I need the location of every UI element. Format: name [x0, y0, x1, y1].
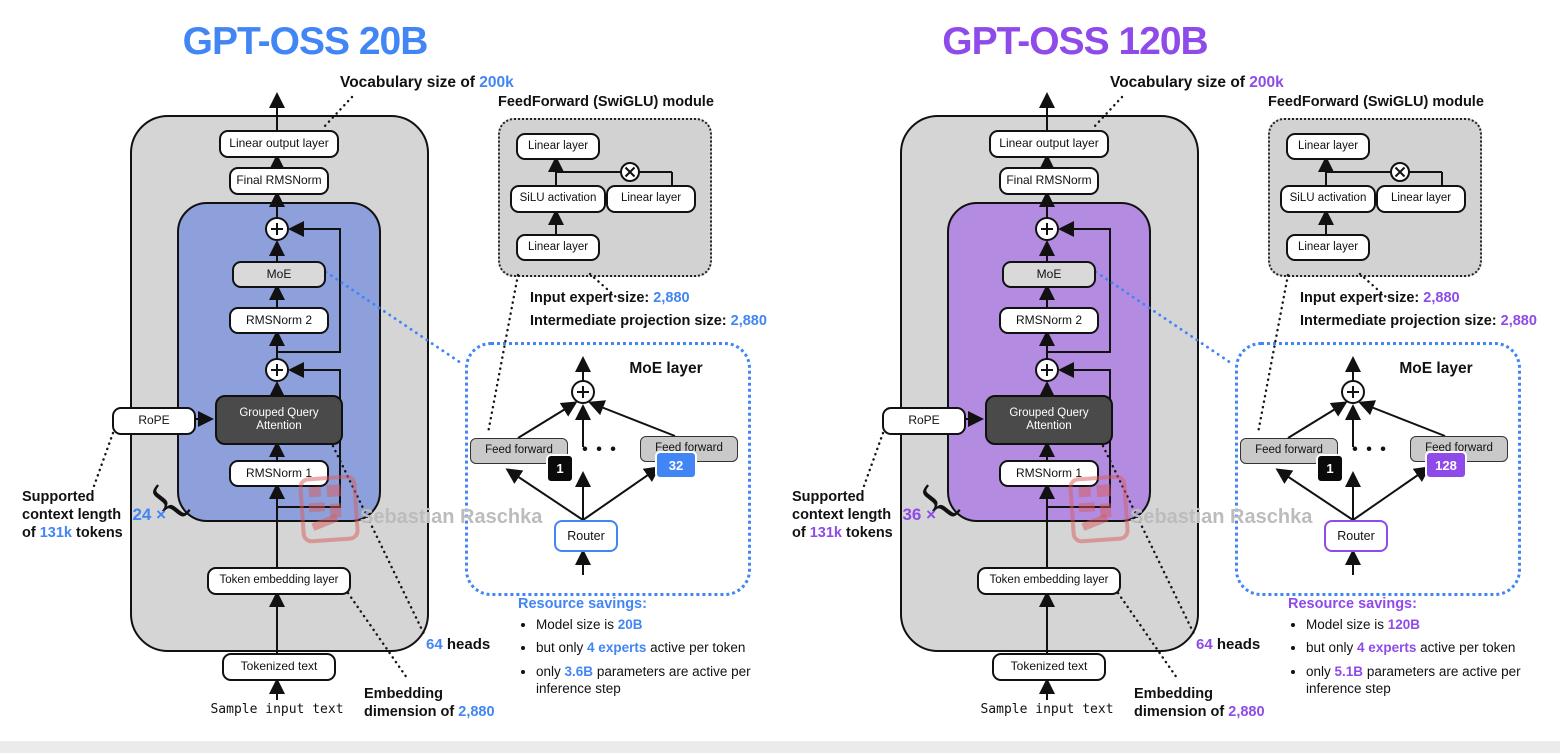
- router-box: Router: [554, 520, 618, 552]
- list-item: but only 4 experts active per token: [1306, 639, 1528, 656]
- panel-gpt-oss-120b: GPT-OSS 120B: [770, 0, 1560, 753]
- heads-label: 64 heads: [426, 636, 491, 653]
- list-item: only 5.1B parameters are active per infe…: [1306, 663, 1528, 698]
- multiply-icon: [620, 162, 640, 182]
- ff-linear-top-box: Linear layer: [516, 133, 600, 160]
- input-expert-size-label: Input expert size: 2,880: [530, 290, 690, 306]
- token-embedding-box: Token embedding layer: [977, 567, 1121, 595]
- ff-module-title: FeedForward (SwiGLU) module: [1268, 94, 1484, 110]
- rmsnorm2-box: RMSNorm 2: [999, 307, 1099, 334]
- intermediate-projection-label: Intermediate projection size: 2,880: [1300, 313, 1537, 329]
- embedding-dimension-label: Embedding dimension of 2,880: [364, 686, 495, 720]
- connector-lines: [862, 92, 1446, 700]
- add-icon: [1035, 217, 1059, 241]
- connector-lines: [92, 92, 676, 700]
- final-rmsnorm-box: Final RMSNorm: [999, 167, 1099, 195]
- moe-layer-detail-block: [465, 342, 751, 596]
- feed-forward-1-box: Feed forward: [470, 438, 568, 464]
- sample-input-label: Sample input text: [980, 702, 1114, 717]
- sample-input-label: Sample input text: [210, 702, 344, 717]
- page-title: GPT-OSS 20B: [182, 20, 429, 63]
- expert-count-badge: 32: [655, 451, 697, 479]
- rope-box: RoPE: [112, 407, 196, 435]
- multiply-icon: [1390, 162, 1410, 182]
- grouped-query-attention-box: Grouped Query Attention: [215, 395, 343, 445]
- moe-box: MoE: [1002, 261, 1096, 288]
- moe-box: MoE: [232, 261, 326, 288]
- add-icon: [265, 217, 289, 241]
- ff-linear-right-box: Linear layer: [606, 185, 696, 213]
- watermark-text: Sebastian Raschka: [360, 506, 543, 528]
- raschka-seal-logo: [1067, 474, 1131, 544]
- vocab-size-label: Vocabulary size of 200k: [340, 74, 514, 91]
- grouped-query-attention-box: Grouped Query Attention: [985, 395, 1113, 445]
- ellipsis-dots: • • •: [582, 441, 618, 458]
- ff-linear-bottom-box: Linear layer: [516, 234, 600, 261]
- ff-silu-box: SiLU activation: [1280, 185, 1376, 213]
- expert-1-badge: 1: [546, 454, 574, 483]
- context-length-label: Supported context length of 131k tokens: [22, 489, 123, 541]
- final-rmsnorm-box: Final RMSNorm: [229, 167, 329, 195]
- add-icon: [1035, 358, 1059, 382]
- list-item: but only 4 experts active per token: [536, 639, 758, 656]
- tokenized-text-box: Tokenized text: [992, 653, 1106, 681]
- moe-layer-title: MoE layer: [629, 360, 703, 377]
- expert-1-badge: 1: [1316, 454, 1344, 483]
- router-box: Router: [1324, 520, 1388, 552]
- add-icon: [265, 358, 289, 382]
- intermediate-projection-label: Intermediate projection size: 2,880: [530, 313, 767, 329]
- bottom-strip: [0, 741, 1560, 753]
- vocab-size-label: Vocabulary size of 200k: [1110, 74, 1284, 91]
- moe-layer-detail-block: [1235, 342, 1521, 596]
- resource-savings-heading: Resource savings:: [1288, 596, 1417, 612]
- rmsnorm2-box: RMSNorm 2: [229, 307, 329, 334]
- resource-savings-list: Model size is 20B but only 4 experts act…: [518, 616, 758, 703]
- expert-count-badge: 128: [1425, 451, 1467, 479]
- moe-layer-title: MoE layer: [1399, 360, 1473, 377]
- ff-module-title: FeedForward (SwiGLU) module: [498, 94, 714, 110]
- list-item: only 3.6B parameters are active per infe…: [536, 663, 758, 698]
- list-item: Model size is 20B: [536, 616, 758, 633]
- rope-box: RoPE: [882, 407, 966, 435]
- list-item: Model size is 120B: [1306, 616, 1528, 633]
- ff-linear-right-box: Linear layer: [1376, 185, 1466, 213]
- input-expert-size-label: Input expert size: 2,880: [1300, 290, 1460, 306]
- embedding-dimension-label: Embedding dimension of 2,880: [1134, 686, 1265, 720]
- add-icon: [1341, 380, 1365, 404]
- linear-output-layer-box: Linear output layer: [219, 130, 339, 158]
- token-embedding-box: Token embedding layer: [207, 567, 351, 595]
- tokenized-text-box: Tokenized text: [222, 653, 336, 681]
- ff-linear-top-box: Linear layer: [1286, 133, 1370, 160]
- layer-repeat-label: 36 ×: [902, 505, 936, 524]
- ff-linear-bottom-box: Linear layer: [1286, 234, 1370, 261]
- layer-repeat-label: 24 ×: [132, 505, 166, 524]
- resource-savings-list: Model size is 120B but only 4 experts ac…: [1288, 616, 1528, 703]
- raschka-seal-logo: [297, 474, 361, 544]
- watermark-text: Sebastian Raschka: [1130, 506, 1313, 528]
- page-title: GPT-OSS 120B: [942, 20, 1208, 63]
- ff-silu-box: SiLU activation: [510, 185, 606, 213]
- add-icon: [571, 380, 595, 404]
- heads-label: 64 heads: [1196, 636, 1261, 653]
- linear-output-layer-box: Linear output layer: [989, 130, 1109, 158]
- panel-gpt-oss-20b: GPT-OSS 20B: [0, 0, 790, 753]
- context-length-label: Supported context length of 131k tokens: [792, 489, 893, 541]
- resource-savings-heading: Resource savings:: [518, 596, 647, 612]
- ellipsis-dots: • • •: [1352, 441, 1388, 458]
